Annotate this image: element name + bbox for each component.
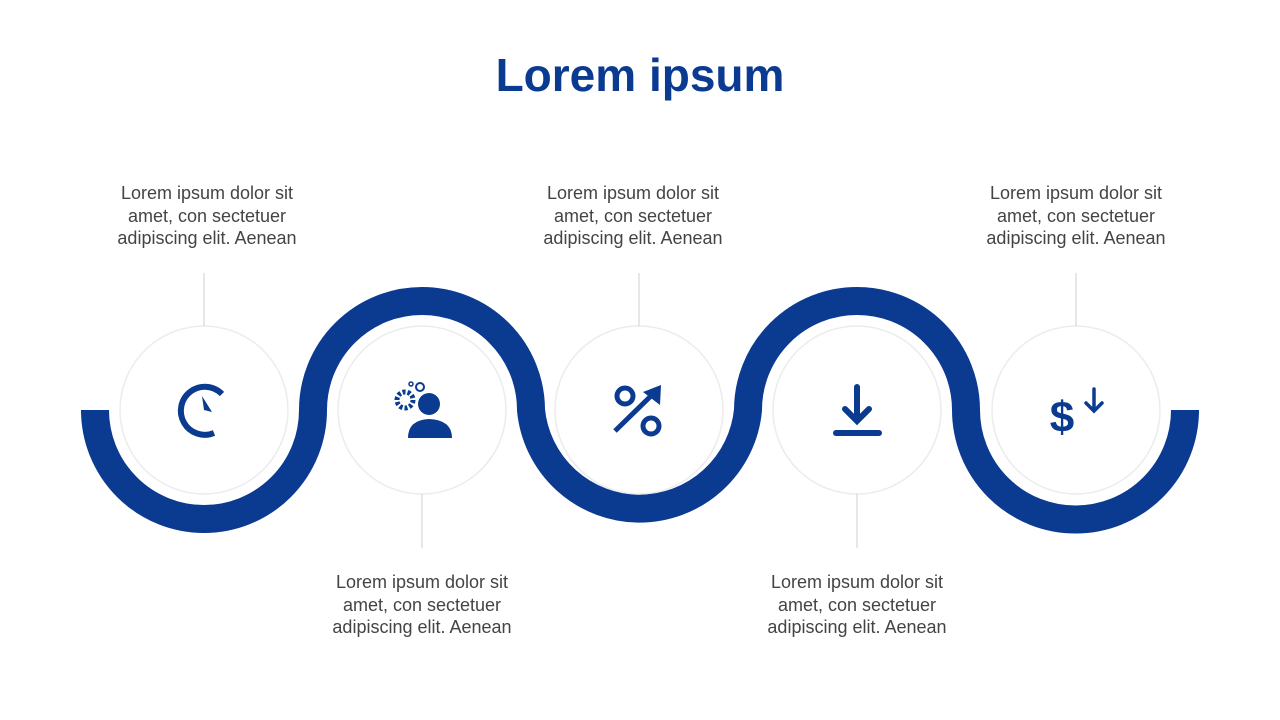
- svg-text:$: $: [1050, 393, 1074, 442]
- step-text-3: Lorem ipsum dolor sit amet, con sectetue…: [543, 183, 723, 248]
- download-icon: [833, 384, 882, 436]
- step-text-5: Lorem ipsum dolor sit amet, con sectetue…: [986, 183, 1166, 248]
- dollar-down-icon: $: [1050, 387, 1104, 442]
- wave-path: [81, 287, 1199, 534]
- step-text-2: Lorem ipsum dolor sit amet, con sectetue…: [332, 572, 512, 637]
- percent-up-icon: [613, 385, 662, 437]
- step-circle-5: [991, 325, 1161, 495]
- page-title: Lorem ipsum: [495, 49, 785, 101]
- clock-icon: [177, 383, 225, 438]
- step-text-1: Lorem ipsum dolor sit amet, con sectetue…: [117, 183, 297, 248]
- user-gears-icon: [394, 381, 452, 438]
- step-text-4: Lorem ipsum dolor sit amet, con sectetue…: [767, 572, 947, 637]
